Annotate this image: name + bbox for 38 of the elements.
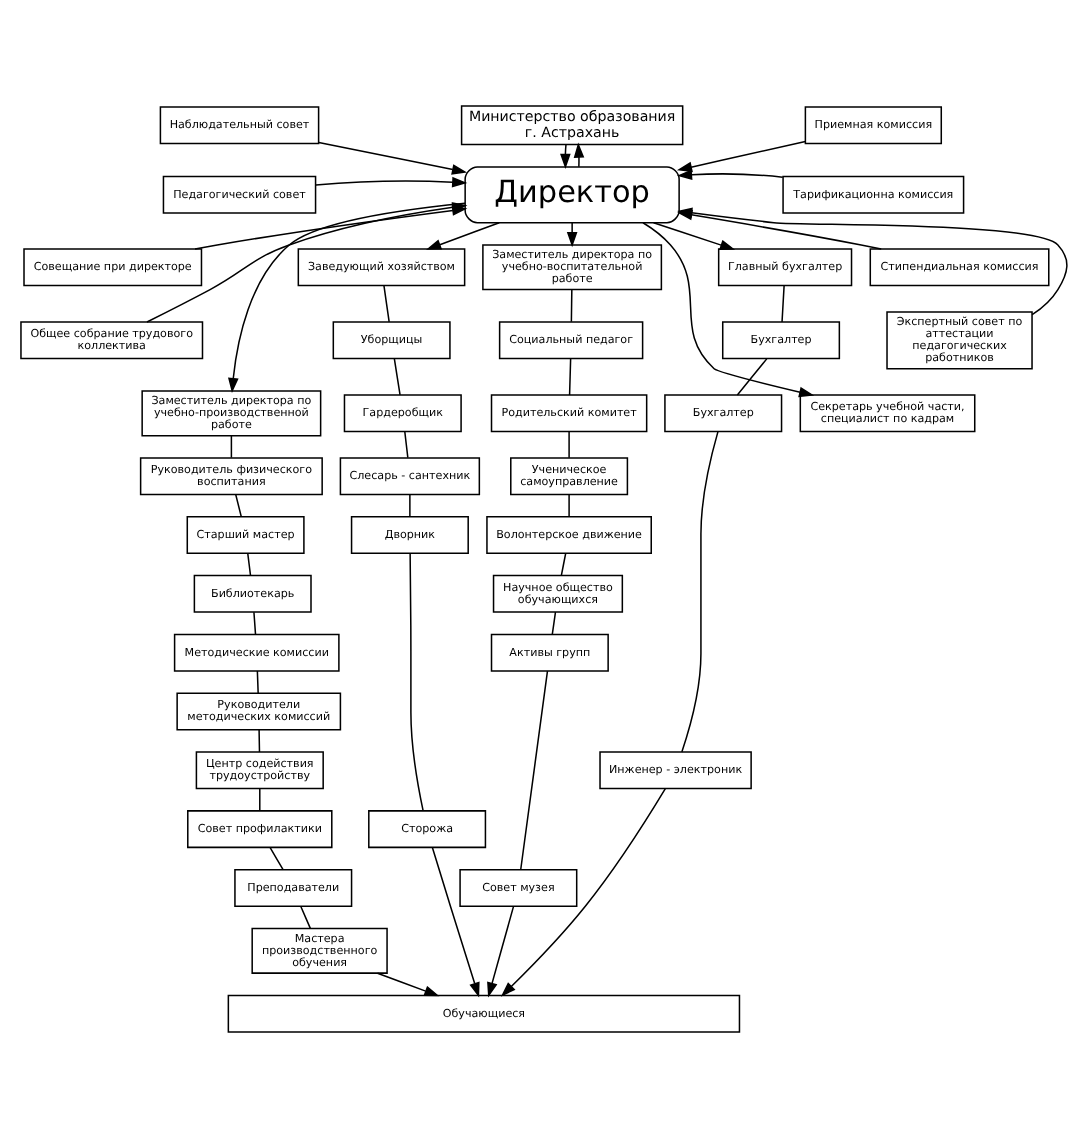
arrow xyxy=(376,971,440,996)
arrow xyxy=(500,786,667,996)
arrow xyxy=(426,221,500,249)
connector xyxy=(560,551,567,576)
connector xyxy=(253,610,257,635)
connector xyxy=(247,551,252,576)
arrow xyxy=(573,141,585,167)
connector xyxy=(551,610,557,635)
arrow xyxy=(566,221,578,247)
connector xyxy=(300,904,312,929)
connector xyxy=(681,429,719,752)
node-box: Директор xyxy=(464,165,680,223)
connector xyxy=(259,786,261,811)
connector xyxy=(519,669,549,870)
connector xyxy=(409,492,411,517)
connector xyxy=(269,845,284,870)
connector xyxy=(404,429,409,458)
connector xyxy=(568,492,570,517)
connector xyxy=(230,434,233,458)
arrow xyxy=(318,140,468,174)
arrow xyxy=(676,139,807,172)
arrow xyxy=(676,168,784,180)
connector xyxy=(234,492,243,517)
connector xyxy=(409,551,424,811)
arrow xyxy=(487,904,515,997)
connector xyxy=(256,669,259,693)
connector xyxy=(736,357,768,395)
connector xyxy=(568,429,570,458)
connector xyxy=(568,357,572,395)
arrow xyxy=(652,221,736,250)
connector xyxy=(570,287,573,322)
connector xyxy=(393,357,401,395)
arrow xyxy=(315,175,468,187)
arrow xyxy=(642,221,815,397)
connector xyxy=(258,728,261,752)
connector xyxy=(383,284,390,322)
connector xyxy=(781,284,785,322)
arrow xyxy=(431,845,480,997)
